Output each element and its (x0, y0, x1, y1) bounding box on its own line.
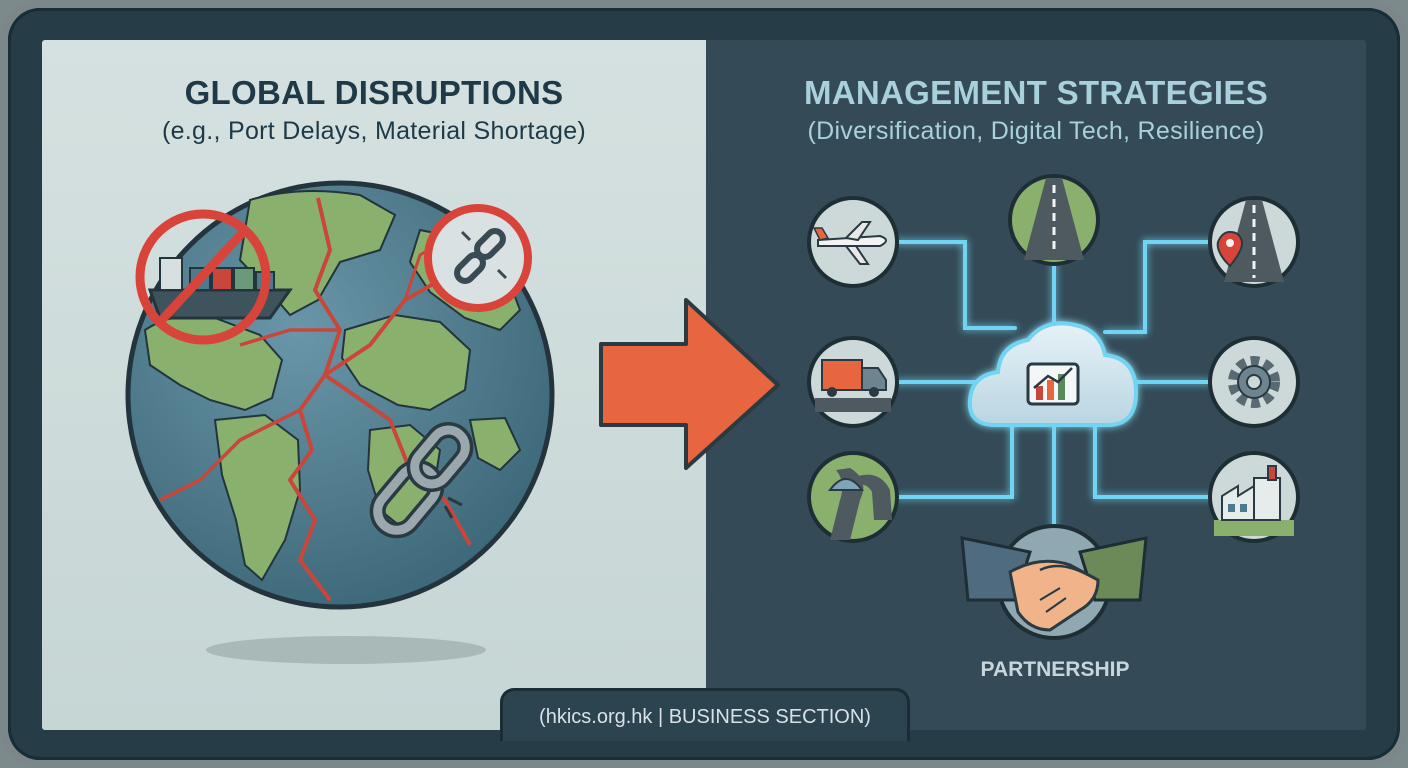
transition-arrow (599, 298, 780, 470)
broken-chain-icon (424, 204, 532, 312)
globe-shadow (206, 636, 486, 664)
chart-icon (1026, 362, 1080, 406)
footer-tab (500, 688, 910, 741)
handshake-icon (960, 524, 1148, 640)
road-icon (1008, 174, 1100, 266)
tunnel-road-icon (807, 451, 899, 543)
footer-source: (hkics.org.hk | BUSINESS SECTION) (539, 706, 871, 728)
partnership-label: PARTNERSHIP (980, 658, 1130, 681)
right-subtitle: (Diversification, Digital Tech, Resilien… (807, 117, 1265, 145)
airplane-icon (807, 196, 899, 288)
truck-icon (807, 336, 899, 428)
left-subtitle: (e.g., Port Delays, Material Shortage) (161, 117, 587, 145)
no-ship-icon (135, 209, 293, 345)
factory-icon (1208, 451, 1300, 543)
road-pin-icon (1208, 196, 1300, 288)
broken-chain-large-icon (369, 422, 474, 539)
right-title: MANAGEMENT STRATEGIES (803, 74, 1269, 111)
gear-icon (1208, 336, 1300, 428)
network-connections (894, 240, 1216, 537)
left-title: GLOBAL DISRUPTIONS (184, 74, 564, 111)
